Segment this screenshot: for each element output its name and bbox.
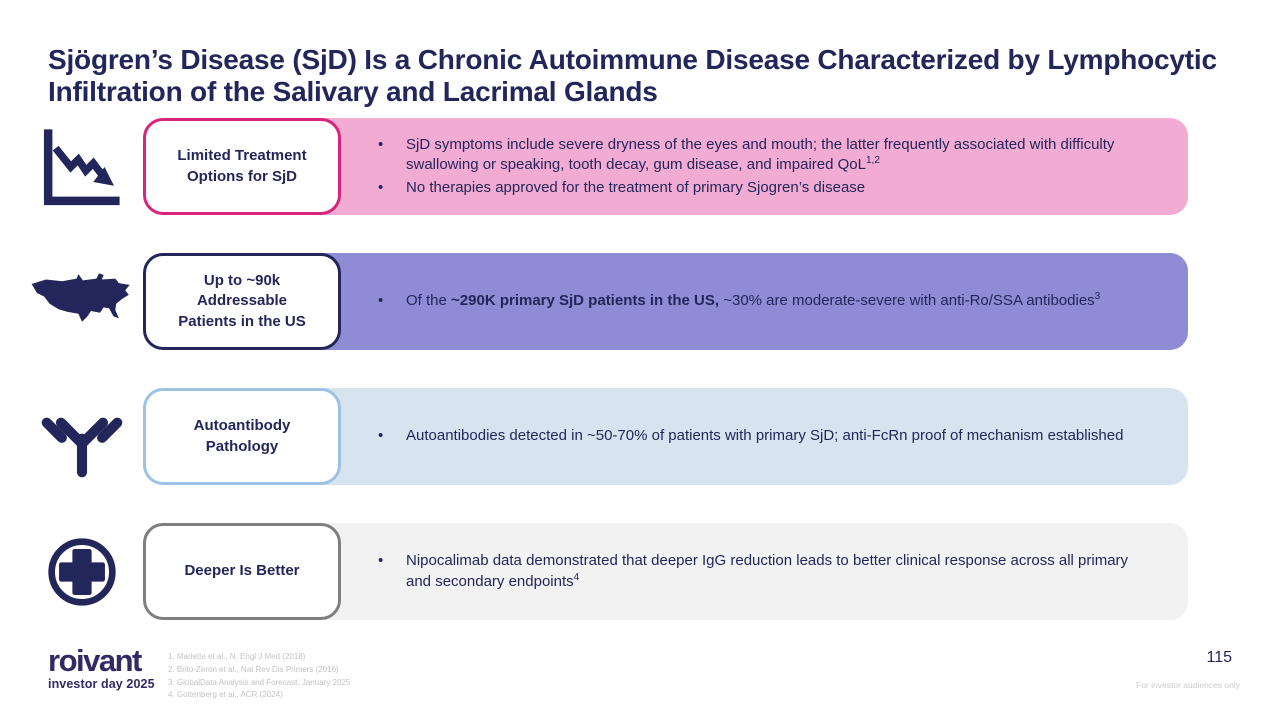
row-limited-treatment: Limited Treatment Options for SjD • SjD s…: [0, 118, 1188, 215]
bullet-marker: •: [378, 292, 384, 310]
footnote: 1. Mariette et al., N. Engl J Med (2018): [168, 652, 306, 661]
bullet-item: • SjD symptoms include severe dryness of …: [378, 135, 1150, 175]
bullet-item: • Nipocalimab data demonstrated that deep…: [378, 551, 1150, 591]
footnotes: 1. Mariette et al., N. Engl J Med (2018)…: [168, 651, 350, 702]
row-label-text: Autoantibody Pathology: [193, 417, 291, 455]
row-bullet-list: • Nipocalimab data demonstrated that deep…: [378, 523, 1150, 620]
row-highlight-bar: [250, 118, 1188, 215]
logo-event-text: investor day 2025: [48, 677, 155, 692]
footnote: 2. Brito-Zeron et al., Nat Rev Dis Prime…: [168, 664, 339, 674]
declining-chart-icon: [24, 118, 140, 215]
row-bullet-list: • Autoantibodies detected in ~50-70% of p…: [378, 388, 1150, 485]
row-label-text: Up to ~90k Addressable Patients in the U…: [178, 272, 306, 330]
row-deeper-is-better: Deeper Is Better • Nipocalimab data demon…: [0, 523, 1188, 620]
row-label-addressable-patients: Up to ~90k Addressable Patients in the U…: [143, 253, 341, 350]
footnote: 4. Gottenberg et al., ACR (2024): [168, 690, 283, 700]
row-autoantibody-pathology: Autoantibody Pathology • Autoantibodies d…: [0, 388, 1188, 485]
content-rows: Limited Treatment Options for SjD • SjD s…: [0, 118, 1188, 658]
bullet-marker: •: [378, 427, 384, 445]
row-label-limited-treatment: Limited Treatment Options for SjD: [143, 118, 341, 215]
row-highlight-bar: [250, 253, 1188, 350]
bullet-item: • Autoantibodies detected in ~50-70% of p…: [378, 426, 1150, 446]
audience-note: For investor audiences only: [1136, 680, 1240, 690]
us-map-icon: [24, 253, 140, 350]
bullet-item: • No therapies approved for the treatment…: [378, 178, 1150, 198]
bullet-text: Autoantibodies detected in ~50-70% of pa…: [406, 427, 1124, 445]
page-title: Sjögren’s Disease (SjD) Is a Chronic Aut…: [48, 44, 1217, 107]
bullet-item: • Of the ~290K primary SjD patients in th…: [378, 291, 1150, 311]
bullet-text: Nipocalimab data demonstrated that deepe…: [406, 552, 1129, 590]
bullet-text: Of the ~290K primary SjD patients in the…: [406, 291, 1101, 310]
row-bullet-list: • Of the ~290K primary SjD patients in th…: [378, 253, 1150, 350]
bullet-text: SjD symptoms include severe dryness of t…: [406, 135, 1115, 173]
row-highlight-bar: [250, 523, 1188, 620]
logo-brand-text: roivant: [48, 643, 142, 678]
row-addressable-patients: Up to ~90k Addressable Patients in the U…: [0, 253, 1188, 350]
footnote: 3. GlobalData Analysis and Forecast, Jan…: [168, 677, 351, 687]
row-bullet-list: • SjD symptoms include severe dryness of …: [378, 118, 1150, 215]
bullet-text: No therapies approved for the treatment …: [406, 179, 866, 197]
medical-cross-icon: [24, 523, 140, 620]
row-label-text: Deeper Is Better: [184, 562, 300, 580]
bullet-marker: •: [378, 135, 384, 153]
antibody-icon: [24, 388, 140, 485]
row-label-autoantibody-pathology: Autoantibody Pathology: [143, 388, 341, 485]
row-label-deeper-is-better: Deeper Is Better: [143, 523, 341, 620]
row-label-text: Limited Treatment Options for SjD: [177, 147, 307, 185]
bullet-marker: •: [378, 179, 384, 197]
page-number: 115: [1206, 649, 1232, 666]
roivant-logo: roivant investor day 2025: [48, 643, 155, 692]
bullet-marker: •: [378, 552, 384, 570]
row-highlight-bar: [250, 388, 1188, 485]
